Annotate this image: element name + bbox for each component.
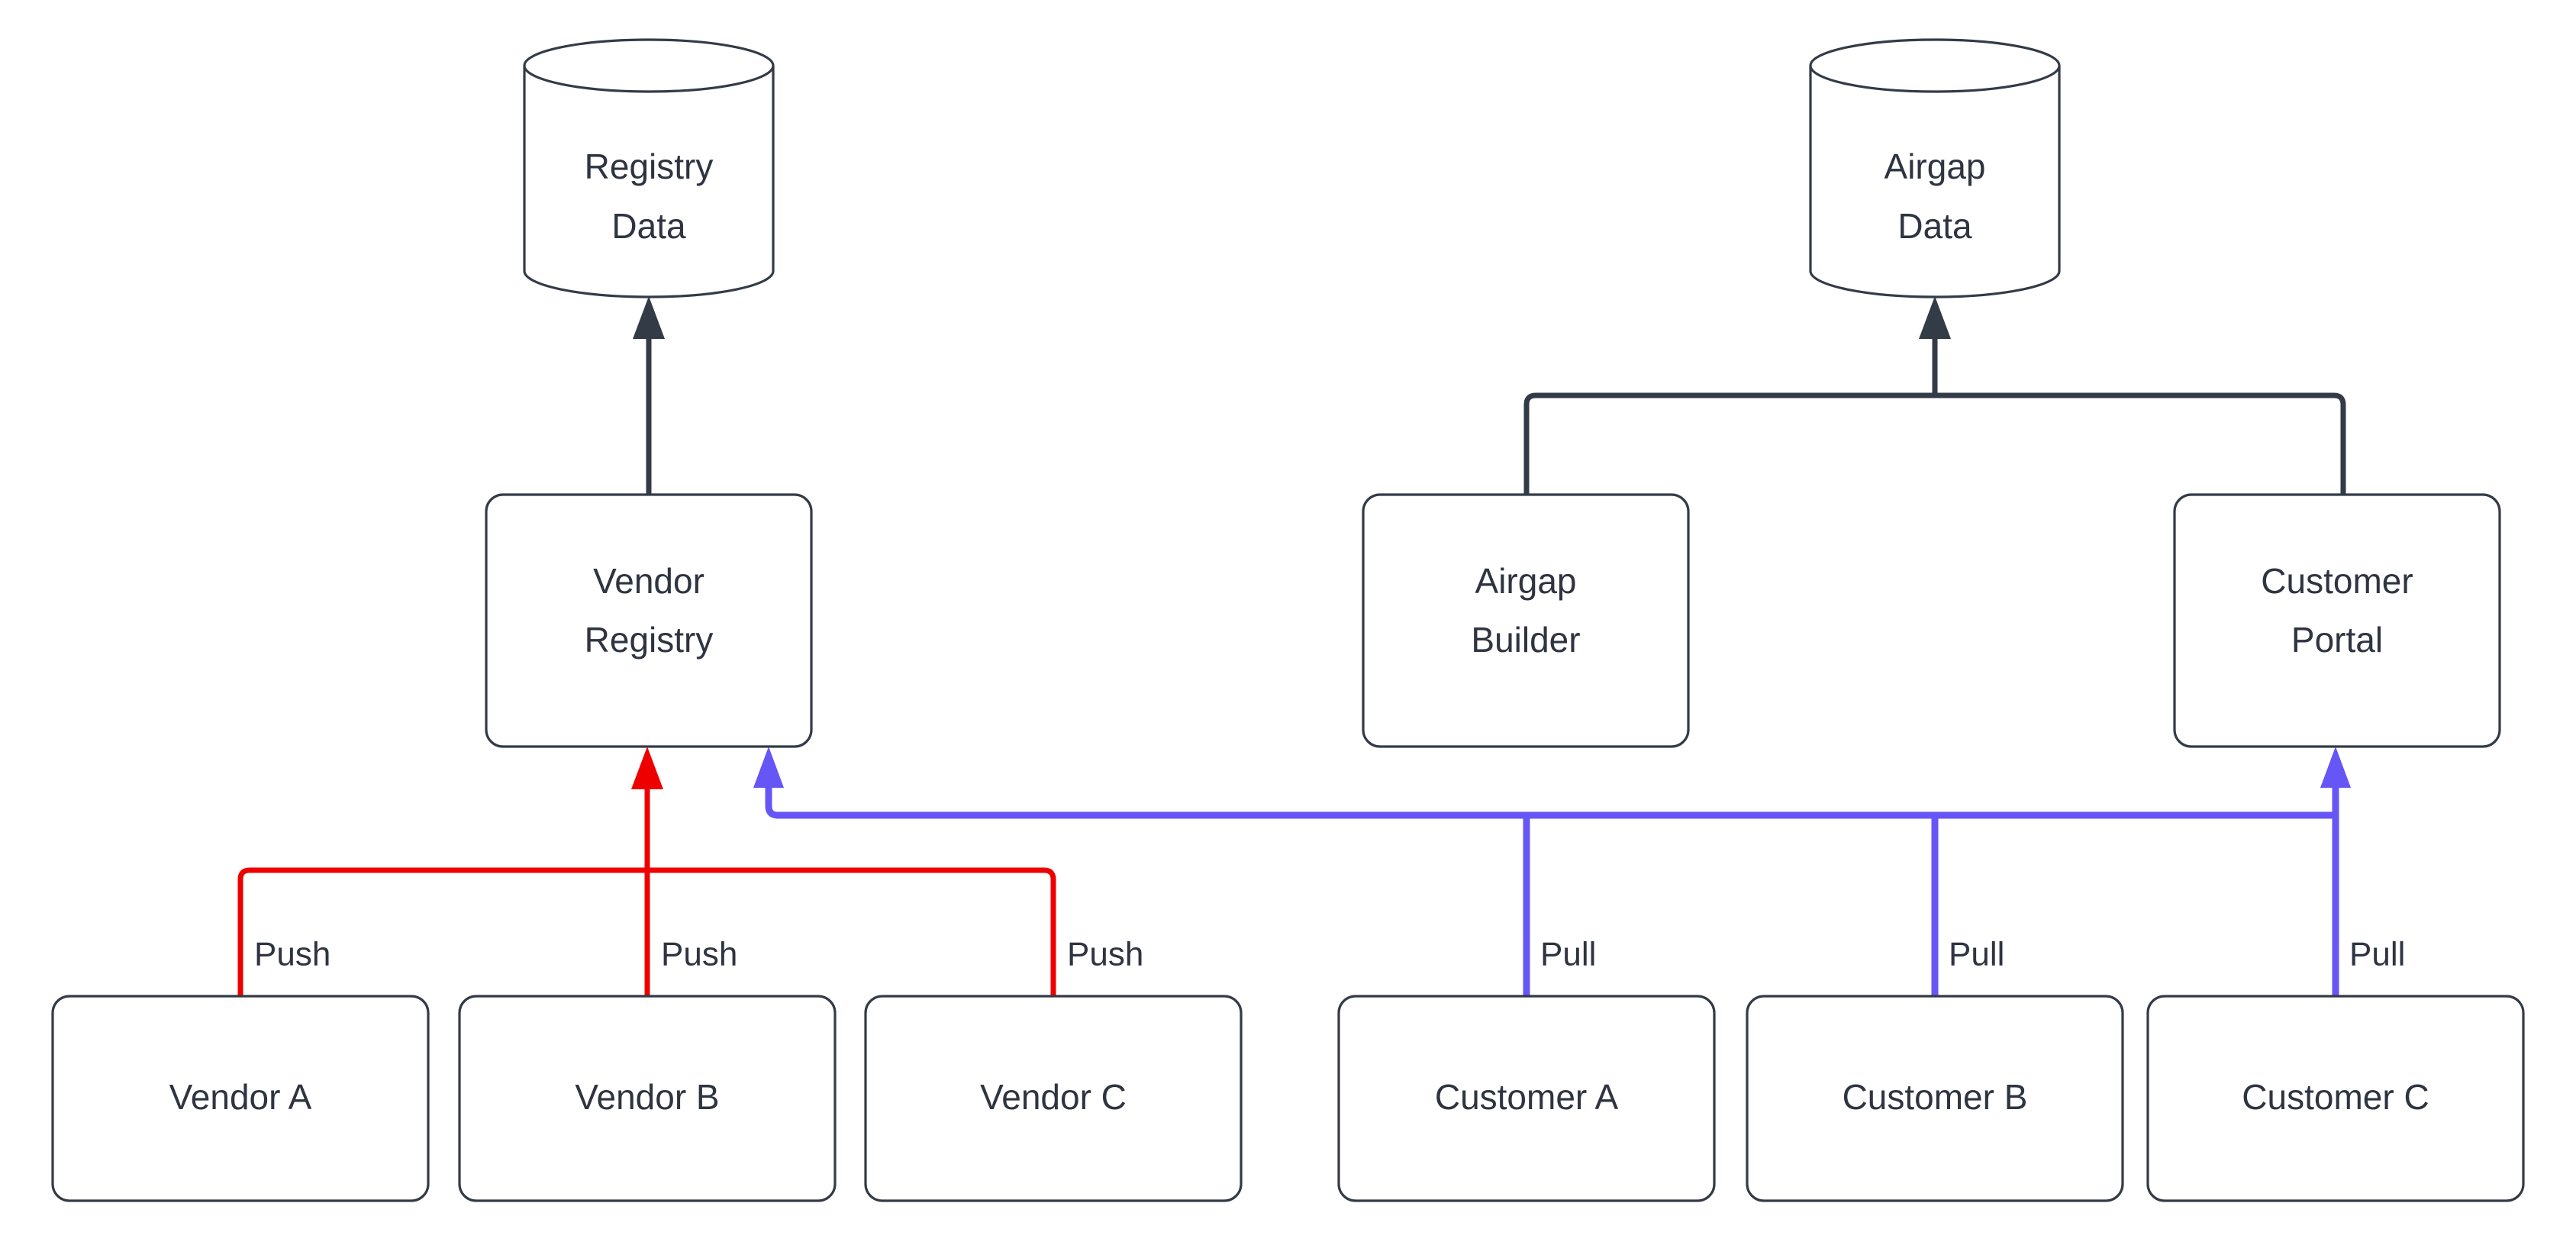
node-label-line1: Airgap (1475, 561, 1577, 601)
node-box (1362, 493, 1690, 748)
node-label-line1: Customer (2261, 561, 2413, 601)
node-box (485, 493, 813, 748)
node-vendor-b[interactable]: Vendor B (458, 995, 837, 1202)
edge-label-customer-c-pull: Pull (2349, 936, 2405, 973)
edge-label-vendor-b-push: Push (661, 936, 737, 973)
node-box (2173, 493, 2501, 748)
node-label-line1: Airgap (1884, 147, 1986, 186)
node-label: Customer B (1843, 1077, 2028, 1117)
arrowhead-customer-portal (2320, 747, 2351, 788)
node-box (1337, 995, 1716, 1202)
node-registry-data[interactable]: Registry Data (523, 38, 775, 298)
database-cylinder-icon (523, 38, 775, 298)
arrowhead (1919, 296, 1951, 339)
node-box (2146, 995, 2525, 1202)
node-label: Customer C (2242, 1077, 2429, 1117)
arrowhead (631, 747, 663, 789)
node-label: Vendor A (169, 1077, 312, 1117)
node-label-line2: Data (611, 206, 686, 246)
arrowhead-vendor-registry (753, 747, 784, 788)
node-box (51, 995, 430, 1202)
edge-vendors-push-to-vendor-registry (237, 747, 1056, 996)
node-vendor-a[interactable]: Vendor A (51, 995, 430, 1202)
node-label-line1: Vendor (593, 561, 704, 601)
node-box (1746, 995, 2124, 1202)
node-label-line2: Registry (585, 620, 714, 660)
database-cylinder-top (1809, 65, 2061, 93)
node-label: Vendor C (980, 1077, 1127, 1117)
edge-branch (1523, 392, 2346, 495)
node-label-line2: Portal (2291, 620, 2383, 660)
node-airgap-builder[interactable]: Airgap Builder (1362, 493, 1690, 748)
node-label: Vendor B (575, 1077, 719, 1117)
edge-label-vendor-a-push: Push (254, 936, 330, 973)
node-box (864, 995, 1243, 1202)
node-customer-a[interactable]: Customer A (1337, 995, 1716, 1202)
node-customer-c[interactable]: Customer C (2146, 995, 2525, 1202)
node-vendor-c[interactable]: Vendor C (864, 995, 1243, 1202)
node-vendor-registry[interactable]: Vendor Registry (485, 493, 813, 748)
node-label-line2: Data (1897, 206, 1972, 246)
edge-label-customer-b-pull: Pull (1949, 936, 2004, 973)
arrowhead (633, 296, 665, 339)
node-customer-portal[interactable]: Customer Portal (2173, 493, 2501, 748)
edge-label-customer-a-pull: Pull (1540, 936, 1596, 973)
database-cylinder-icon (1809, 38, 2061, 298)
node-label: Customer A (1435, 1077, 1619, 1117)
edge-vendor-registry-to-registry-data (633, 296, 665, 495)
node-box (458, 995, 837, 1202)
edge-customers-pull (753, 747, 2351, 996)
database-cylinder-top (523, 65, 775, 93)
edge-airgap-tree-to-airgap-data (1523, 296, 2346, 495)
node-label-line1: Registry (585, 147, 714, 186)
pull-bus (765, 767, 2336, 819)
node-airgap-data[interactable]: Airgap Data (1809, 38, 2061, 298)
edge-label-vendor-c-push: Push (1067, 936, 1143, 973)
node-label-line2: Builder (1471, 620, 1580, 660)
node-customer-b[interactable]: Customer B (1746, 995, 2124, 1202)
